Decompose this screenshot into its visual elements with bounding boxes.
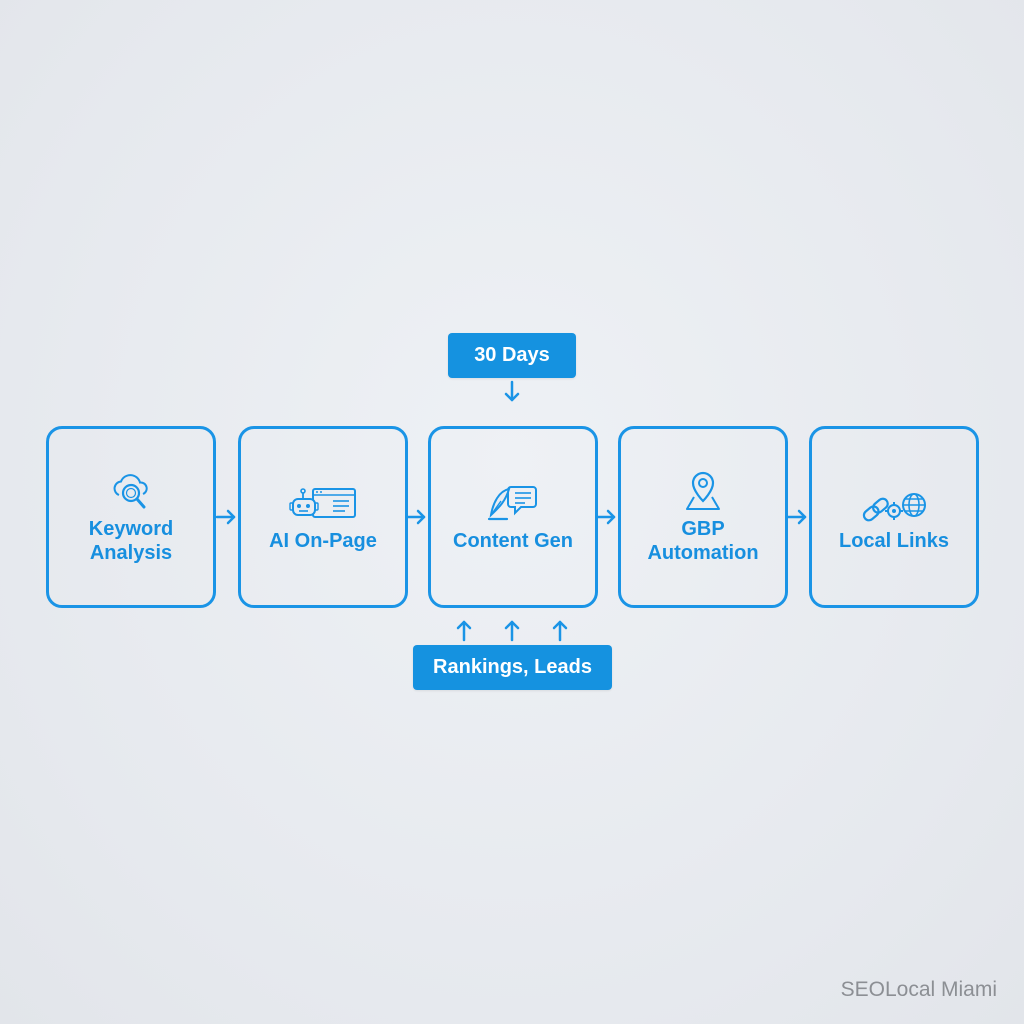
- map-pin-icon: [686, 471, 720, 510]
- quill-chat-icon: [487, 486, 537, 521]
- right-arrow-icon: [595, 509, 616, 525]
- results-label: Rankings, Leads: [433, 656, 592, 678]
- down-arrow-icon: [504, 380, 520, 402]
- up-arrow-icon: [504, 620, 520, 642]
- step-label: GBP Automation: [647, 518, 759, 564]
- step-label: Local Links: [838, 530, 950, 552]
- up-arrow-icon: [456, 620, 472, 642]
- up-arrow-icon: [552, 620, 568, 642]
- robot-browser-icon: [289, 488, 356, 518]
- right-arrow-icon: [405, 509, 426, 525]
- step-label: AI On-Page: [269, 530, 377, 552]
- search-cloud-icon: [113, 474, 148, 509]
- results-badge: Rankings, Leads: [413, 645, 612, 690]
- step-keyword-analysis: Keyword Analysis: [46, 426, 216, 608]
- chain-globe-icon: [862, 493, 926, 522]
- step-local-links: Local Links: [809, 426, 979, 608]
- timeframe-label: 30 Days: [474, 344, 550, 366]
- step-ai-on-page: AI On-Page: [238, 426, 408, 608]
- brand-watermark: SEOLocal Miami: [840, 978, 997, 1001]
- right-arrow-icon: [786, 509, 807, 525]
- step-content-gen: Content Gen: [428, 426, 598, 608]
- step-label: Keyword Analysis: [88, 518, 174, 564]
- timeframe-badge: 30 Days: [448, 333, 576, 378]
- step-gbp-automation: GBP Automation: [618, 426, 788, 608]
- right-arrow-icon: [215, 509, 236, 525]
- step-label: Content Gen: [453, 530, 573, 552]
